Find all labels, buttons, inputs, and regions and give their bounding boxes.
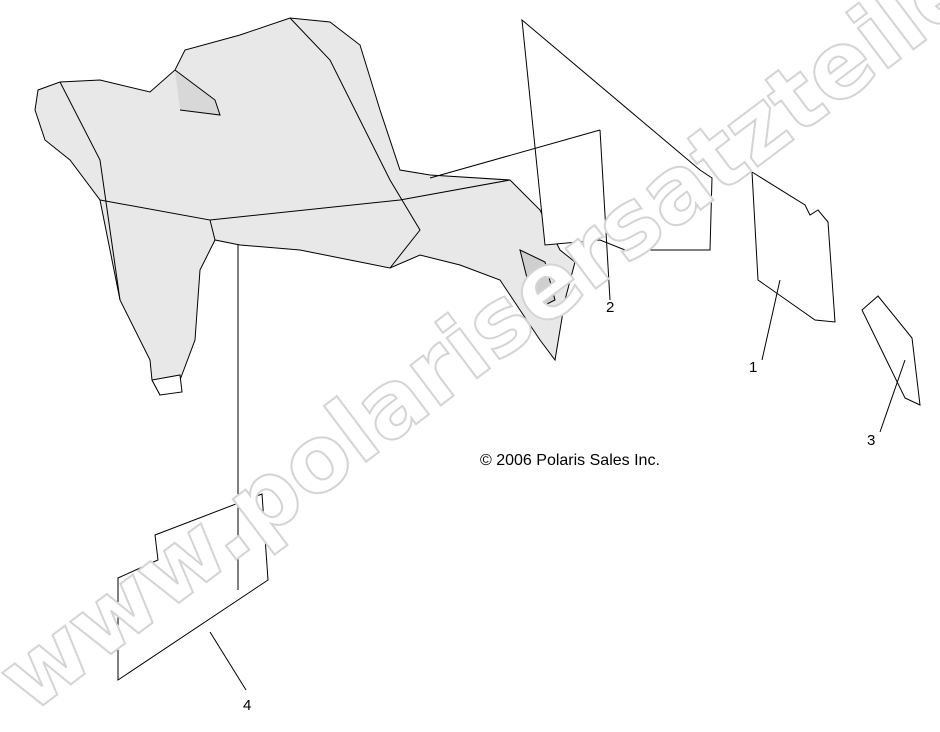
callout-1: 1 <box>749 359 758 376</box>
pad-2 <box>521 18 713 251</box>
leader-lines <box>209 129 906 691</box>
callout-4: 4 <box>243 697 252 714</box>
callout-3: 3 <box>867 432 876 449</box>
pad-3 <box>861 295 921 406</box>
pad-4 <box>117 493 269 681</box>
pad-1 <box>751 171 836 323</box>
callout-2: 2 <box>606 299 615 316</box>
copyright-notice: © 2006 Polaris Sales Inc. <box>480 452 660 469</box>
fender-panel <box>34 17 576 396</box>
